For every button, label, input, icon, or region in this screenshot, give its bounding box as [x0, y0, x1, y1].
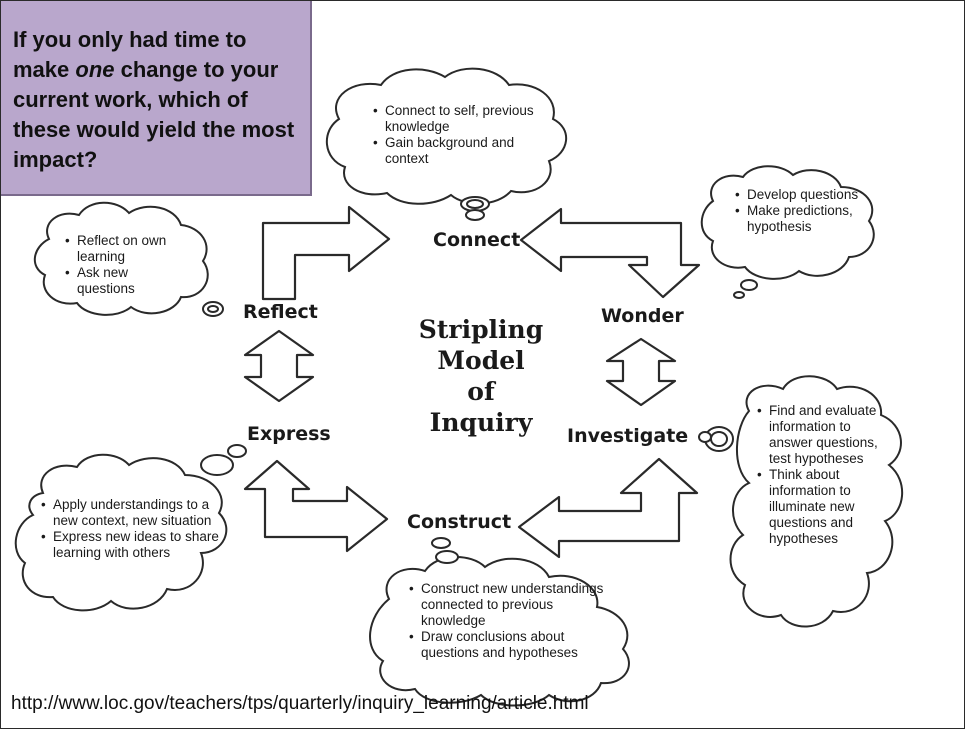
stage-reflect: Reflect — [243, 301, 318, 323]
arrow-investigate-to-construct — [517, 457, 699, 559]
arrow-express-to-construct — [243, 459, 389, 553]
stage-construct: Construct — [407, 511, 512, 533]
stage-connect: Connect — [433, 229, 521, 251]
arrow-wonder-investigate — [605, 337, 677, 407]
note-item: Connect to self, previous knowledge — [373, 103, 551, 135]
note-item: Develop questions — [735, 187, 875, 203]
note-item: Reflect on own learning — [65, 233, 185, 265]
note-wonder: Develop questions Make predictions, hypo… — [735, 187, 875, 235]
note-reflect: Reflect on own learning Ask new question… — [65, 233, 185, 297]
note-item: Express new ideas to share learning with… — [41, 529, 221, 561]
stage-wonder: Wonder — [601, 305, 684, 327]
source-url: http://www.loc.gov/teachers/tps/quarterl… — [11, 693, 589, 714]
model-title-line: Stripling — [418, 315, 544, 344]
stage-express: Express — [247, 423, 331, 445]
question-text: If you only had time to make one change … — [13, 25, 302, 175]
note-item: Construct new understandings connected t… — [409, 581, 619, 629]
note-connect: Connect to self, previous knowledge Gain… — [373, 103, 551, 167]
note-item: Ask new questions — [65, 265, 185, 297]
arrow-reflect-to-connect — [261, 205, 391, 301]
question-box: If you only had time to make one change … — [1, 1, 312, 196]
question-emphasis: one — [75, 57, 115, 82]
arrow-reflect-express — [243, 329, 315, 403]
model-title: Stripling Model of Inquiry — [381, 314, 581, 438]
note-investigate: Find and evaluate information to answer … — [757, 403, 881, 547]
model-title-line: of — [467, 377, 495, 406]
note-express: Apply understandings to a new context, n… — [41, 497, 221, 561]
note-item: Draw conclusions about questions and hyp… — [409, 629, 619, 661]
model-title-line: Inquiry — [429, 408, 533, 437]
stage-investigate: Investigate — [567, 425, 689, 447]
note-item: Make predictions, hypothesis — [735, 203, 875, 235]
question-text-before: If you only had time to make — [13, 27, 247, 82]
note-item: Apply understandings to a new context, n… — [41, 497, 221, 529]
note-construct: Construct new understandings connected t… — [409, 581, 619, 661]
note-item: Gain background and context — [373, 135, 551, 167]
question-text-after: change to your current work, which of th… — [13, 57, 295, 172]
model-title-line: Model — [437, 346, 525, 375]
note-item: Find and evaluate information to answer … — [757, 403, 881, 467]
arrow-connect-to-wonder — [519, 207, 701, 299]
note-item: Think about information to illuminate ne… — [757, 467, 881, 547]
